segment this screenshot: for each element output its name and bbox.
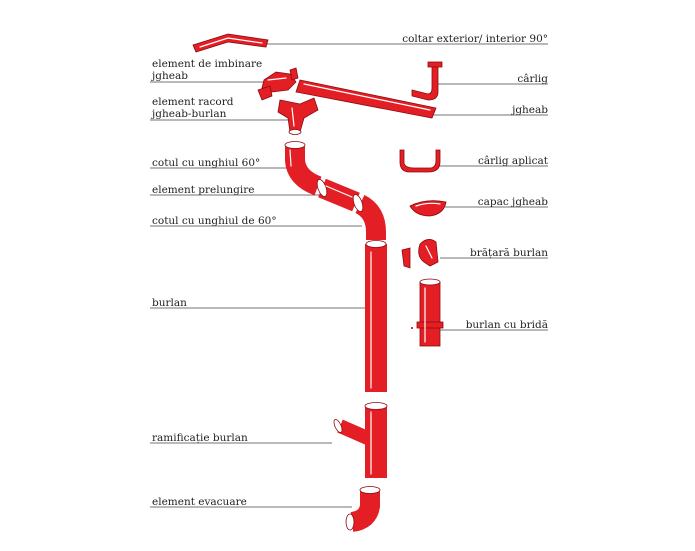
- ramificatie-part: [333, 402, 388, 478]
- label-cotul-60-a: cotul cu unghiul 60°: [152, 157, 261, 169]
- label-carlig: cârlig: [517, 73, 548, 85]
- label-element-evacuare: element evacuare: [152, 496, 247, 508]
- downpipe-assembly: [284, 141, 387, 392]
- label-capac-jgheab: capac jgheab: [477, 196, 548, 208]
- element-prelungire-pipe: [318, 178, 360, 212]
- carlig-aplicat-part: [399, 149, 441, 173]
- label-burlan: burlan: [152, 297, 187, 309]
- label-element-prelungire: element prelungire: [152, 184, 255, 196]
- coltar-part: [192, 33, 269, 53]
- jgheab-part: [289, 67, 437, 119]
- label-element-racord-line1: element racord: [152, 96, 234, 108]
- bratara-burlan-part: [401, 239, 439, 269]
- label-carlig-aplicat: cârlig aplicat: [478, 155, 548, 167]
- cotul-60-upper: [285, 145, 322, 196]
- label-element-racord-line2: jgheab-burlan: [152, 108, 227, 120]
- label-cotul-60-b: cotul cu unghiul de 60°: [152, 215, 277, 227]
- label-coltar: coltar exterior/ interior 90°: [402, 33, 548, 45]
- label-ramificatie-burlan: ramificație burlan: [152, 432, 248, 444]
- element-racord-part: [277, 97, 319, 135]
- element-evacuare-part: [345, 486, 381, 532]
- label-element-imbinare-line2: jgheab: [152, 70, 188, 82]
- capac-jgheab-part: [409, 200, 447, 217]
- label-element-imbinare-line1: element de imbinare: [152, 58, 263, 70]
- element-imbinare-part: [257, 71, 297, 101]
- leader-lines: [150, 43, 548, 508]
- burlan-cu-brida-part: [411, 278, 444, 347]
- label-bratara-burlan: brățară burlan: [470, 247, 548, 259]
- label-jgheab: jgheab: [512, 104, 548, 116]
- label-burlan-cu-brida: burlan cu bridă: [465, 319, 548, 331]
- carlig-part: [411, 61, 443, 101]
